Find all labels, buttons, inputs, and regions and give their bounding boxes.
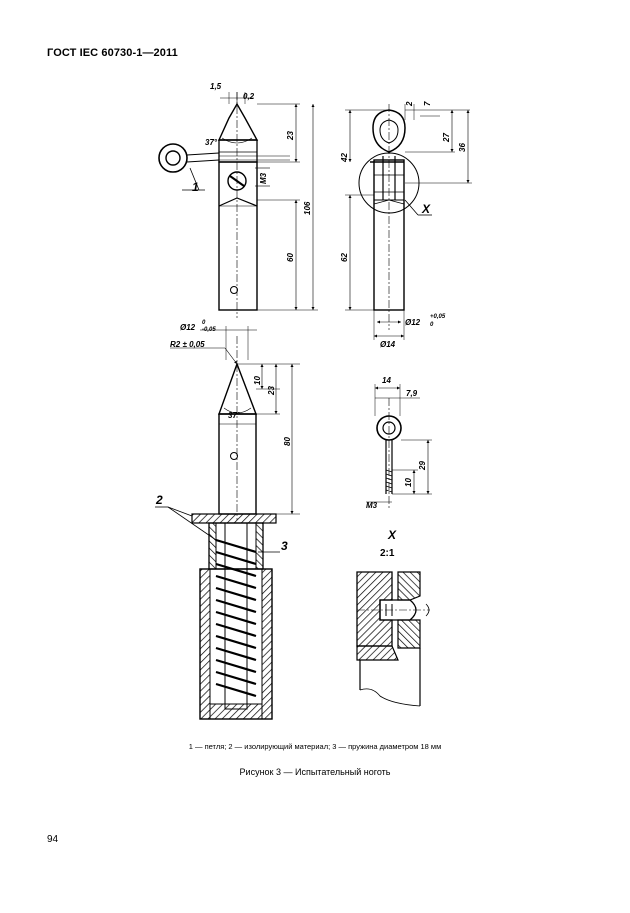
dim-23-top: 23 [286, 131, 295, 141]
dim-dia12-mid: Ø12 [180, 323, 196, 332]
dim-36: 36 [458, 143, 467, 152]
top-right-dimension-labels: 2 7 27 36 42 62 Ø12 +0,05 0 Ø14 X [340, 101, 467, 349]
detail-scale: 2:1 [380, 548, 395, 559]
callout-3: 3 [281, 539, 288, 553]
housing-callouts: 2 3 [155, 493, 288, 553]
dim-42: 42 [340, 153, 349, 163]
dim-10-mid: 10 [253, 376, 262, 385]
figure-legend: 1 — петля; 2 — изолирующий материал; 3 —… [188, 742, 442, 751]
tol-upper-right: +0,05 [430, 314, 446, 320]
dim-r2: R2 ± 0,05 [170, 340, 205, 349]
middle-left-dimension-labels: Ø12 0 -0,05 R2 ± 0,05 10 23 37° 80 [170, 320, 292, 446]
dim-23-mid: 23 [267, 386, 276, 396]
detail-x-view [356, 571, 430, 707]
dim-angle-37-top: 37° [205, 138, 218, 147]
top-left-dimension-labels: 1,5 0,2 37° 23 106 60 M3 1 [192, 82, 312, 262]
dim-80: 80 [283, 437, 292, 446]
dim-10-right: 10 [404, 478, 413, 487]
top-right-view [345, 104, 472, 340]
top-left-view [158, 92, 318, 318]
dim-106: 106 [303, 201, 312, 215]
dim-27: 27 [442, 133, 451, 143]
middle-right-view [366, 384, 432, 510]
dim-7-9: 7,9 [406, 389, 418, 398]
dim-29: 29 [418, 461, 427, 471]
tol-upper-mid: 0 [202, 320, 206, 326]
dim-60: 60 [286, 253, 295, 262]
dim-dia14: Ø14 [380, 340, 396, 349]
dim-62: 62 [340, 253, 349, 262]
page-number: 94 [47, 834, 59, 845]
callout-2: 2 [155, 493, 163, 507]
dim-2: 2 [405, 101, 414, 107]
detail-x-labels: X 2:1 [380, 528, 397, 559]
housing-section-view [155, 506, 280, 720]
detail-label-x: X [387, 528, 397, 542]
dim-m3-right: M3 [366, 501, 378, 510]
middle-right-dimension-labels: 14 7,9 29 10 M3 [366, 376, 427, 510]
figure-caption: Рисунок 3 — Испытательный ноготь [239, 767, 391, 777]
dim-14: 14 [382, 376, 391, 385]
middle-left-view [170, 326, 300, 520]
tol-lower-mid: -0,05 [202, 327, 216, 333]
dim-1-5: 1,5 [210, 82, 222, 91]
tol-lower-right: 0 [430, 322, 434, 328]
callout-x: X [421, 202, 431, 216]
standard-header: ГОСТ IEC 60730-1—2011 [47, 47, 178, 59]
dim-angle-37-mid: 37° [228, 411, 241, 420]
dim-0-2: 0,2 [243, 92, 255, 101]
dim-dia12-right: Ø12 [405, 318, 421, 327]
dim-m3-top: M3 [259, 172, 268, 184]
callout-1: 1 [192, 180, 199, 194]
dim-7: 7 [423, 101, 432, 106]
